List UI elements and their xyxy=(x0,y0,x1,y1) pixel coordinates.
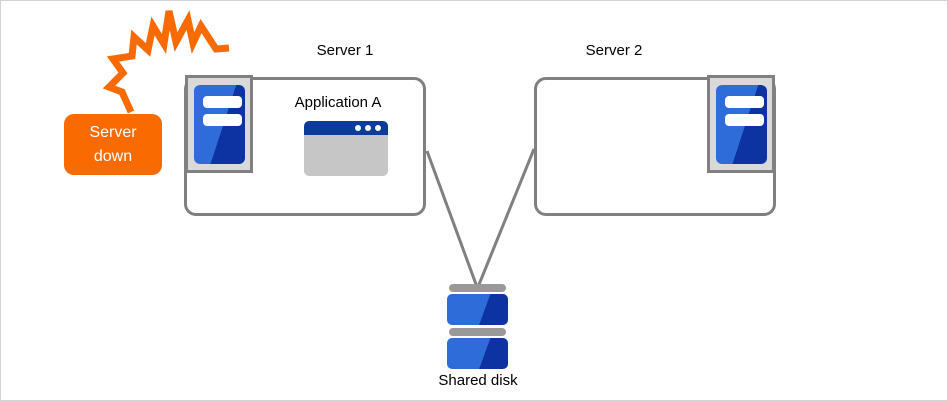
server2-label: Server 2 xyxy=(585,42,643,59)
disk-cap-bar xyxy=(449,284,506,292)
crash-burst-icon xyxy=(102,10,230,114)
server-tower-body xyxy=(194,85,245,164)
disk-platter xyxy=(447,338,508,369)
server-slot-bar xyxy=(203,96,242,108)
shared-disk-label: Shared disk xyxy=(438,372,518,389)
titlebar-dot xyxy=(375,125,381,131)
server-down-callout: Server down xyxy=(64,114,162,175)
app-window-body xyxy=(304,135,388,176)
server-tower-icon xyxy=(707,75,775,173)
connector-server2-shared-disk xyxy=(476,148,536,288)
connector-server1-shared-disk xyxy=(425,150,479,288)
app-window-titlebar xyxy=(304,121,388,135)
server1-label: Server 1 xyxy=(316,42,374,59)
application-label: Application A xyxy=(294,94,382,111)
server-slot-bar xyxy=(725,114,764,126)
server-slot-bar xyxy=(725,96,764,108)
titlebar-dot xyxy=(355,125,361,131)
disk-stack-icon xyxy=(447,284,508,369)
server-tower-icon xyxy=(185,75,253,173)
disk-cap-bar xyxy=(449,328,506,336)
disk-platter xyxy=(447,294,508,325)
app-window-icon xyxy=(304,121,388,176)
server-down-label: Server down xyxy=(89,123,137,165)
server-tower-body xyxy=(716,85,767,164)
server-slot-bar xyxy=(203,114,242,126)
titlebar-dot xyxy=(365,125,371,131)
